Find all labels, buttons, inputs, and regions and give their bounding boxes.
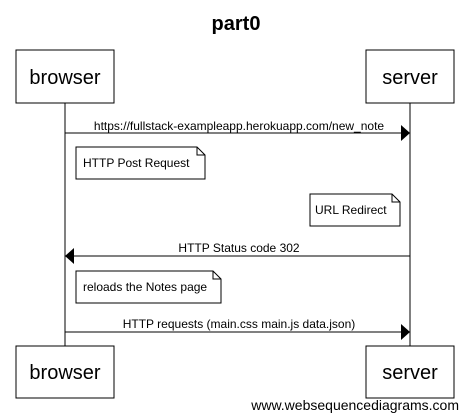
diagram-title: part0 — [212, 13, 261, 35]
message-http-requests: HTTP requests (main.css main.js data.jso… — [65, 317, 410, 340]
footer-watermark: www.websequencediagrams.com — [250, 397, 459, 413]
note-reloads-text: reloads the Notes page — [83, 280, 207, 294]
participant-browser-top-label: browser — [29, 67, 100, 89]
message-http-requests-label: HTTP requests (main.css main.js data.jso… — [123, 317, 356, 331]
note-fold-icon — [196, 147, 205, 156]
message-new-note: https://fullstack-exampleapp.herokuapp.c… — [65, 119, 410, 141]
participant-server-bottom: server — [365, 345, 455, 399]
arrowhead-right-icon — [401, 324, 410, 340]
participant-browser-bottom-label: browser — [29, 362, 100, 384]
participant-server-bottom-label: server — [382, 362, 438, 384]
note-http-post: HTTP Post Request — [75, 146, 206, 180]
arrowhead-left-icon — [65, 248, 74, 264]
participant-server-top: server — [365, 49, 455, 104]
note-fold-icon — [212, 271, 221, 280]
note-url-redirect-text: URL Redirect — [315, 203, 387, 217]
message-status-302-label: HTTP Status code 302 — [178, 241, 300, 255]
note-http-post-text: HTTP Post Request — [83, 156, 190, 170]
participant-server-top-label: server — [382, 67, 438, 89]
message-status-302: HTTP Status code 302 — [65, 241, 410, 264]
participant-browser-bottom: browser — [15, 345, 115, 399]
participant-browser-top: browser — [15, 49, 115, 104]
note-fold-icon — [391, 194, 400, 203]
note-url-redirect: URL Redirect — [309, 193, 401, 227]
arrowhead-right-icon — [401, 125, 410, 141]
note-reloads: reloads the Notes page — [75, 270, 222, 304]
message-new-note-label: https://fullstack-exampleapp.herokuapp.c… — [94, 119, 384, 133]
